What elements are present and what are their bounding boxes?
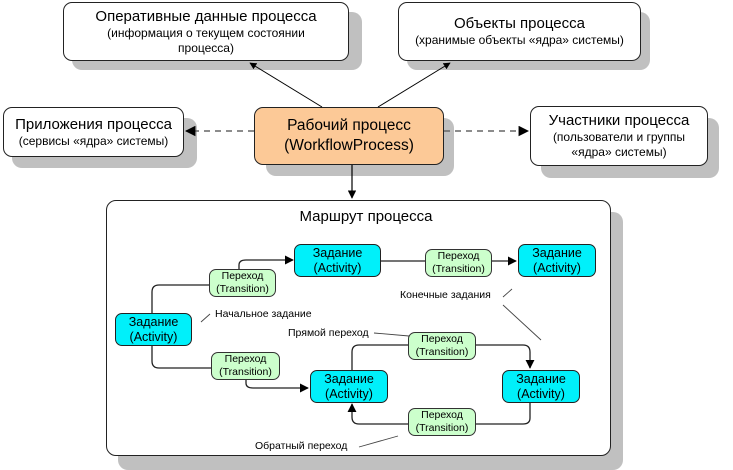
operational-data-box: Оперативные данные процесса (информация … bbox=[63, 2, 349, 61]
workflow-process-subtitle: (WorkflowProcess) bbox=[284, 137, 414, 154]
participants-title: Участники процесса bbox=[548, 112, 690, 129]
transition-sublabel: (Transition) bbox=[219, 366, 272, 378]
participants-subtitle: (пользователи и группы bbox=[552, 130, 686, 144]
activity-label: Задание bbox=[532, 245, 582, 260]
activity-sublabel: (Activity) bbox=[533, 260, 581, 275]
leader-forward bbox=[373, 332, 410, 337]
activity-sublabel: (Activity) bbox=[313, 260, 362, 275]
transition-start-up[interactable]: Переход (Transition) bbox=[209, 269, 276, 297]
transition-label: Переход bbox=[421, 333, 463, 345]
transition-label: Переход bbox=[421, 409, 463, 421]
process-objects-box: Объекты процесса (хранимые объекты «ядра… bbox=[398, 2, 641, 61]
activity-label: Задание bbox=[324, 371, 374, 386]
wire-transition-2-to-activity-mid bbox=[245, 380, 309, 393]
wire-transition-1-to-activity-top bbox=[238, 255, 294, 270]
activity-middle[interactable]: Задание (Activity) bbox=[310, 370, 388, 403]
operational-data-subtitle-2: процесса) bbox=[178, 40, 234, 55]
arrow-to-process-objects bbox=[377, 62, 451, 108]
transition-label: Переход bbox=[224, 353, 267, 365]
process-objects-subtitle: (хранимые объекты «ядра» системы) bbox=[415, 33, 624, 47]
wire-start-to-transition-1 bbox=[151, 284, 209, 315]
activity-end-top[interactable]: Задание (Activity) bbox=[518, 244, 596, 277]
activity-sublabel: (Activity) bbox=[129, 329, 178, 344]
workflow-process-box: Рабочий процесс (WorkflowProcess) bbox=[254, 107, 444, 165]
activity-label: Задание bbox=[312, 245, 363, 260]
wire-activity-mid-to-forward-transition bbox=[351, 344, 408, 370]
activity-sublabel: (Activity) bbox=[325, 386, 373, 401]
wire-right-activity-to-backward-transition bbox=[475, 402, 531, 425]
operational-data-title: Оперативные данные процесса bbox=[95, 7, 317, 25]
note-start-activity: Начальное задание bbox=[215, 308, 312, 320]
wire-start-to-transition-2 bbox=[151, 345, 211, 369]
activity-label: Задание bbox=[128, 314, 179, 329]
leader-end-activity-right bbox=[502, 304, 542, 341]
process-route-title: Маршрут процесса bbox=[299, 208, 433, 225]
transition-start-down[interactable]: Переход (Transition) bbox=[211, 352, 280, 380]
workflow-process-title: Рабочий процесс bbox=[287, 117, 411, 134]
wire-forward-transition-to-right-activity bbox=[475, 344, 535, 369]
transition-sublabel: (Transition) bbox=[432, 263, 485, 275]
transition-label: Переход bbox=[221, 270, 264, 282]
activity-top[interactable]: Задание (Activity) bbox=[294, 244, 381, 277]
activity-end-right[interactable]: Задание (Activity) bbox=[502, 370, 580, 403]
participants-subtitle-2: «ядра» системы) bbox=[571, 145, 667, 159]
transition-forward[interactable]: Переход (Transition) bbox=[408, 332, 476, 360]
operational-data-subtitle: (информация о текущем состоянии bbox=[107, 25, 305, 40]
transition-sublabel: (Transition) bbox=[216, 283, 269, 295]
activity-sublabel: (Activity) bbox=[517, 386, 565, 401]
note-forward-transition: Прямой переход bbox=[288, 327, 369, 339]
activity-label: Задание bbox=[516, 371, 566, 386]
transition-top-to-end[interactable]: Переход (Transition) bbox=[425, 249, 492, 277]
transition-label: Переход bbox=[437, 250, 480, 262]
note-end-activities: Конечные задания bbox=[400, 289, 491, 301]
arrow-to-operational-data bbox=[249, 62, 323, 108]
transition-backward[interactable]: Переход (Transition) bbox=[408, 408, 476, 436]
applications-subtitle: (сервисы «ядра» системы) bbox=[18, 133, 169, 148]
leader-end-activity-top bbox=[502, 288, 513, 298]
applications-title: Приложения процесса bbox=[15, 115, 172, 133]
participants-box: Участники процесса (пользователи и групп… bbox=[530, 106, 708, 166]
process-objects-title: Объекты процесса bbox=[454, 15, 585, 32]
applications-box: Приложения процесса (сервисы «ядра» сист… bbox=[3, 107, 184, 157]
activity-start[interactable]: Задание (Activity) bbox=[115, 313, 192, 346]
note-backward-transition: Обратный переход bbox=[255, 440, 348, 452]
leader-start-activity bbox=[200, 313, 211, 323]
leader-backward bbox=[358, 435, 399, 448]
transition-sublabel: (Transition) bbox=[415, 422, 469, 434]
transition-sublabel: (Transition) bbox=[415, 346, 469, 358]
wire-backward-transition-to-activity-mid bbox=[347, 403, 408, 425]
